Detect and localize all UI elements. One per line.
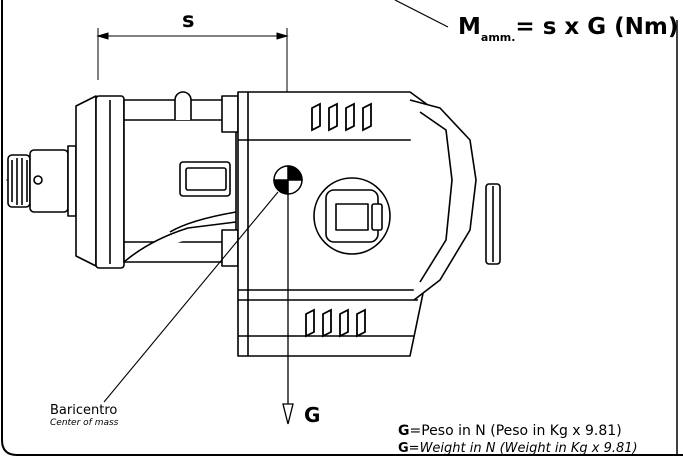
formula-symbol: M [458,14,481,40]
center-of-mass-label-en: Center of mass [50,418,119,428]
legend-weight-en: G=Weight in N (Weight in Kg x 9.81) [398,441,638,456]
slots-top [311,102,372,132]
baricentro-leader-line [103,191,279,403]
center-of-mass-symbol [273,165,303,195]
slots-bottom [305,308,366,338]
legend-text-en: =Weight in N (Weight in Kg x 9.81) [408,441,638,456]
moment-formula: Mamm.= s x G (Nm) [458,14,679,44]
pump-body [7,91,501,357]
weight-vector-arrowhead [282,403,294,425]
formula-leader-line [394,0,449,28]
formula-subscript: amm. [480,31,516,44]
force-label-g: G [304,403,321,427]
dimension-label-s: s [182,8,195,32]
legend-symbol-it: G [398,423,410,439]
legend-weight-it: G=Peso in N (Peso in Kg x 9.81) [398,423,622,439]
legend-symbol-en: G [398,441,409,456]
formula-expression: = s x G (Nm) [515,14,679,40]
legend-text-it: =Peso in N (Peso in Kg x 9.81) [409,423,622,439]
center-of-mass-label: Baricentro [50,403,118,418]
